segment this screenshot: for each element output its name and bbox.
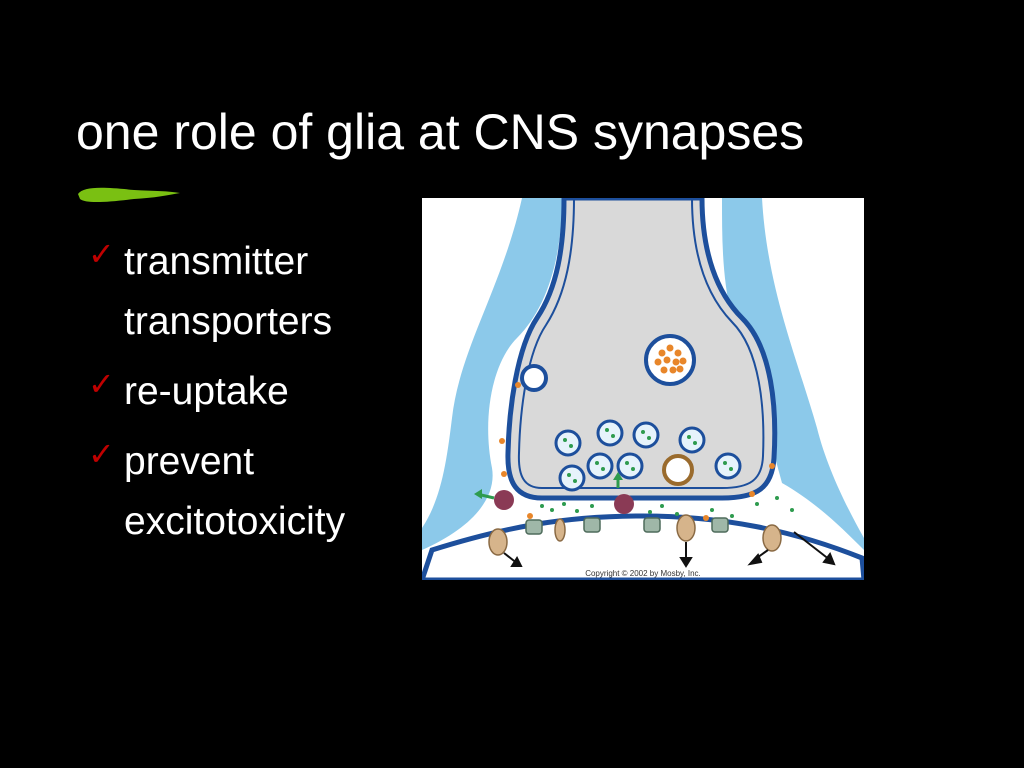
bullet-list: ✓ transmitter transporters ✓ re-uptake ✓… xyxy=(88,232,408,562)
bullet-text: re-uptake xyxy=(124,370,289,413)
title-brush-underline xyxy=(78,187,180,203)
glia-right xyxy=(722,198,864,550)
bullet-text: transmitter transporters xyxy=(124,240,333,343)
glia-left xyxy=(422,198,562,550)
bullet-text: prevent excitotoxicity xyxy=(124,440,346,543)
ion-channel xyxy=(676,514,696,542)
receptor xyxy=(711,517,729,533)
receptor xyxy=(583,517,601,533)
ion-channel xyxy=(762,524,782,552)
endocytic-pit xyxy=(520,364,548,392)
receptor xyxy=(643,517,661,533)
checkmark-icon: ✓ xyxy=(88,366,115,402)
receptor xyxy=(525,519,543,535)
checkmark-icon: ✓ xyxy=(88,236,115,272)
ion-channel xyxy=(554,518,566,542)
slide-title: one role of glia at CNS synapses xyxy=(76,104,805,160)
bullet-item: ✓ re-uptake xyxy=(88,362,408,422)
synapse-figure: Copyright © 2002 by Mosby, Inc. xyxy=(422,198,864,580)
transporter xyxy=(614,494,634,514)
bullet-item: ✓ transmitter transporters xyxy=(88,232,408,352)
checkmark-icon: ✓ xyxy=(88,436,115,472)
transporter xyxy=(494,490,514,510)
empty-vesicle xyxy=(662,454,694,486)
ion-channel xyxy=(488,528,508,556)
presynaptic-terminal xyxy=(505,198,778,501)
figure-copyright: Copyright © 2002 by Mosby, Inc. xyxy=(585,569,701,578)
bullet-item: ✓ prevent excitotoxicity xyxy=(88,432,408,552)
synapse-diagram xyxy=(422,198,864,580)
